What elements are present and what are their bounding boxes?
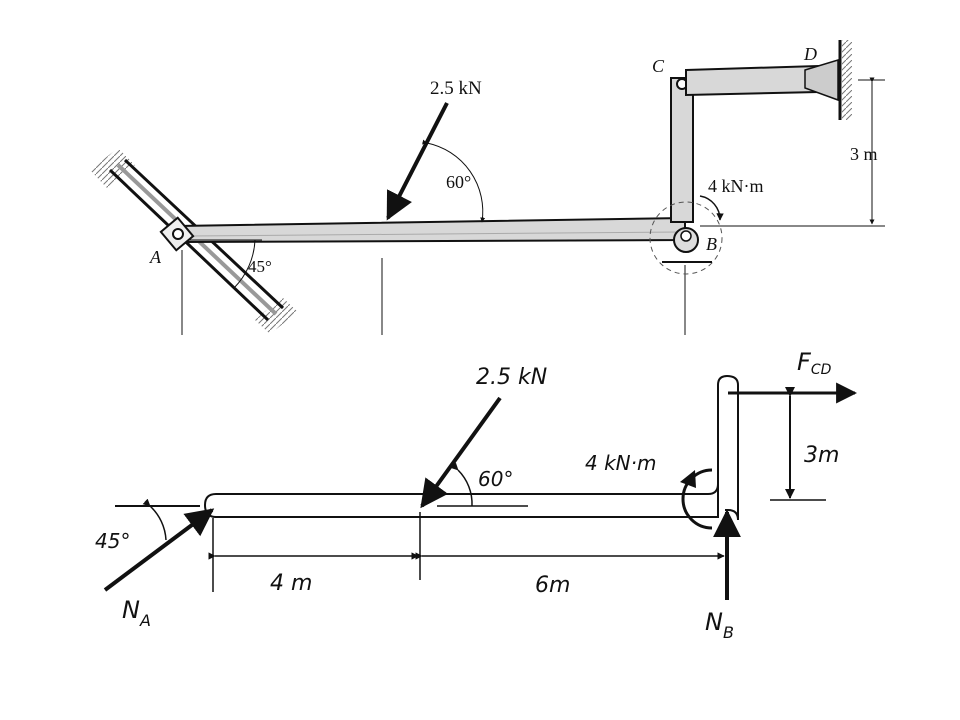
dim-left-label: 4 m <box>270 571 312 596</box>
angle-force-label-top: 60° <box>446 172 471 192</box>
free-body-figure: 45° NA 2.5 kN 60° 4 kN·m FCD 3m NB <box>95 348 858 642</box>
point-b-label: B <box>706 234 717 254</box>
na-arrow <box>103 508 215 592</box>
beam-ab <box>177 216 686 244</box>
dim-right-label: 6m <box>535 573 570 598</box>
angle-support-label-fbd: 45° <box>95 529 130 553</box>
point-d-label: D <box>803 44 817 64</box>
nb-label-sub: B <box>723 623 734 642</box>
structure-figure: 45° A C D B <box>90 40 885 335</box>
nb-label-main: N <box>705 608 723 636</box>
na-label-main: N <box>122 596 140 624</box>
dim-height-top <box>700 77 885 227</box>
force-label-fbd: 2.5 kN <box>476 365 547 390</box>
fcd-label-main: F <box>797 348 812 376</box>
moment-label-top: 4 kN·m <box>708 176 764 196</box>
angle-force-label-fbd: 60° <box>478 467 513 491</box>
nb-label: NB <box>705 608 734 642</box>
dim-height-label-fbd: 3m <box>804 443 839 468</box>
angle-support-label-top: 45° <box>248 257 272 276</box>
beam-outline-top <box>204 385 719 506</box>
fcd-label: FCD <box>797 348 832 378</box>
na-label-sub: A <box>139 611 151 630</box>
point-c-label: C <box>652 56 665 76</box>
wall-a <box>90 148 298 334</box>
angle-arc-60 <box>422 139 486 223</box>
force-arrow-fbd <box>420 396 502 509</box>
pin-a <box>159 216 195 252</box>
dim-height-label-top: 3 m <box>850 144 878 164</box>
support-b <box>649 201 723 275</box>
dim-height-fbd <box>770 387 826 501</box>
point-a-label: A <box>149 247 162 267</box>
moment-arrow-fbd <box>681 468 713 530</box>
force-arrow-top <box>386 102 449 221</box>
angle-arc-60-fbd <box>450 462 473 507</box>
fcd-label-sub: CD <box>811 362 832 378</box>
member-bc <box>670 77 694 223</box>
na-label: NA <box>122 596 151 630</box>
angle-arc-45-fbd <box>142 498 167 541</box>
moment-label-fbd: 4 kN·m <box>585 451 656 475</box>
member-cd <box>685 58 839 102</box>
force-label-top: 2.5 kN <box>430 78 482 99</box>
moment-arrowhead-fbd <box>680 470 696 488</box>
wall-d <box>838 40 852 120</box>
beam-outline <box>215 374 739 521</box>
moment-arrow-top <box>699 195 724 221</box>
dim-length-fbd <box>208 512 725 592</box>
angle-arc-45 <box>233 239 256 289</box>
